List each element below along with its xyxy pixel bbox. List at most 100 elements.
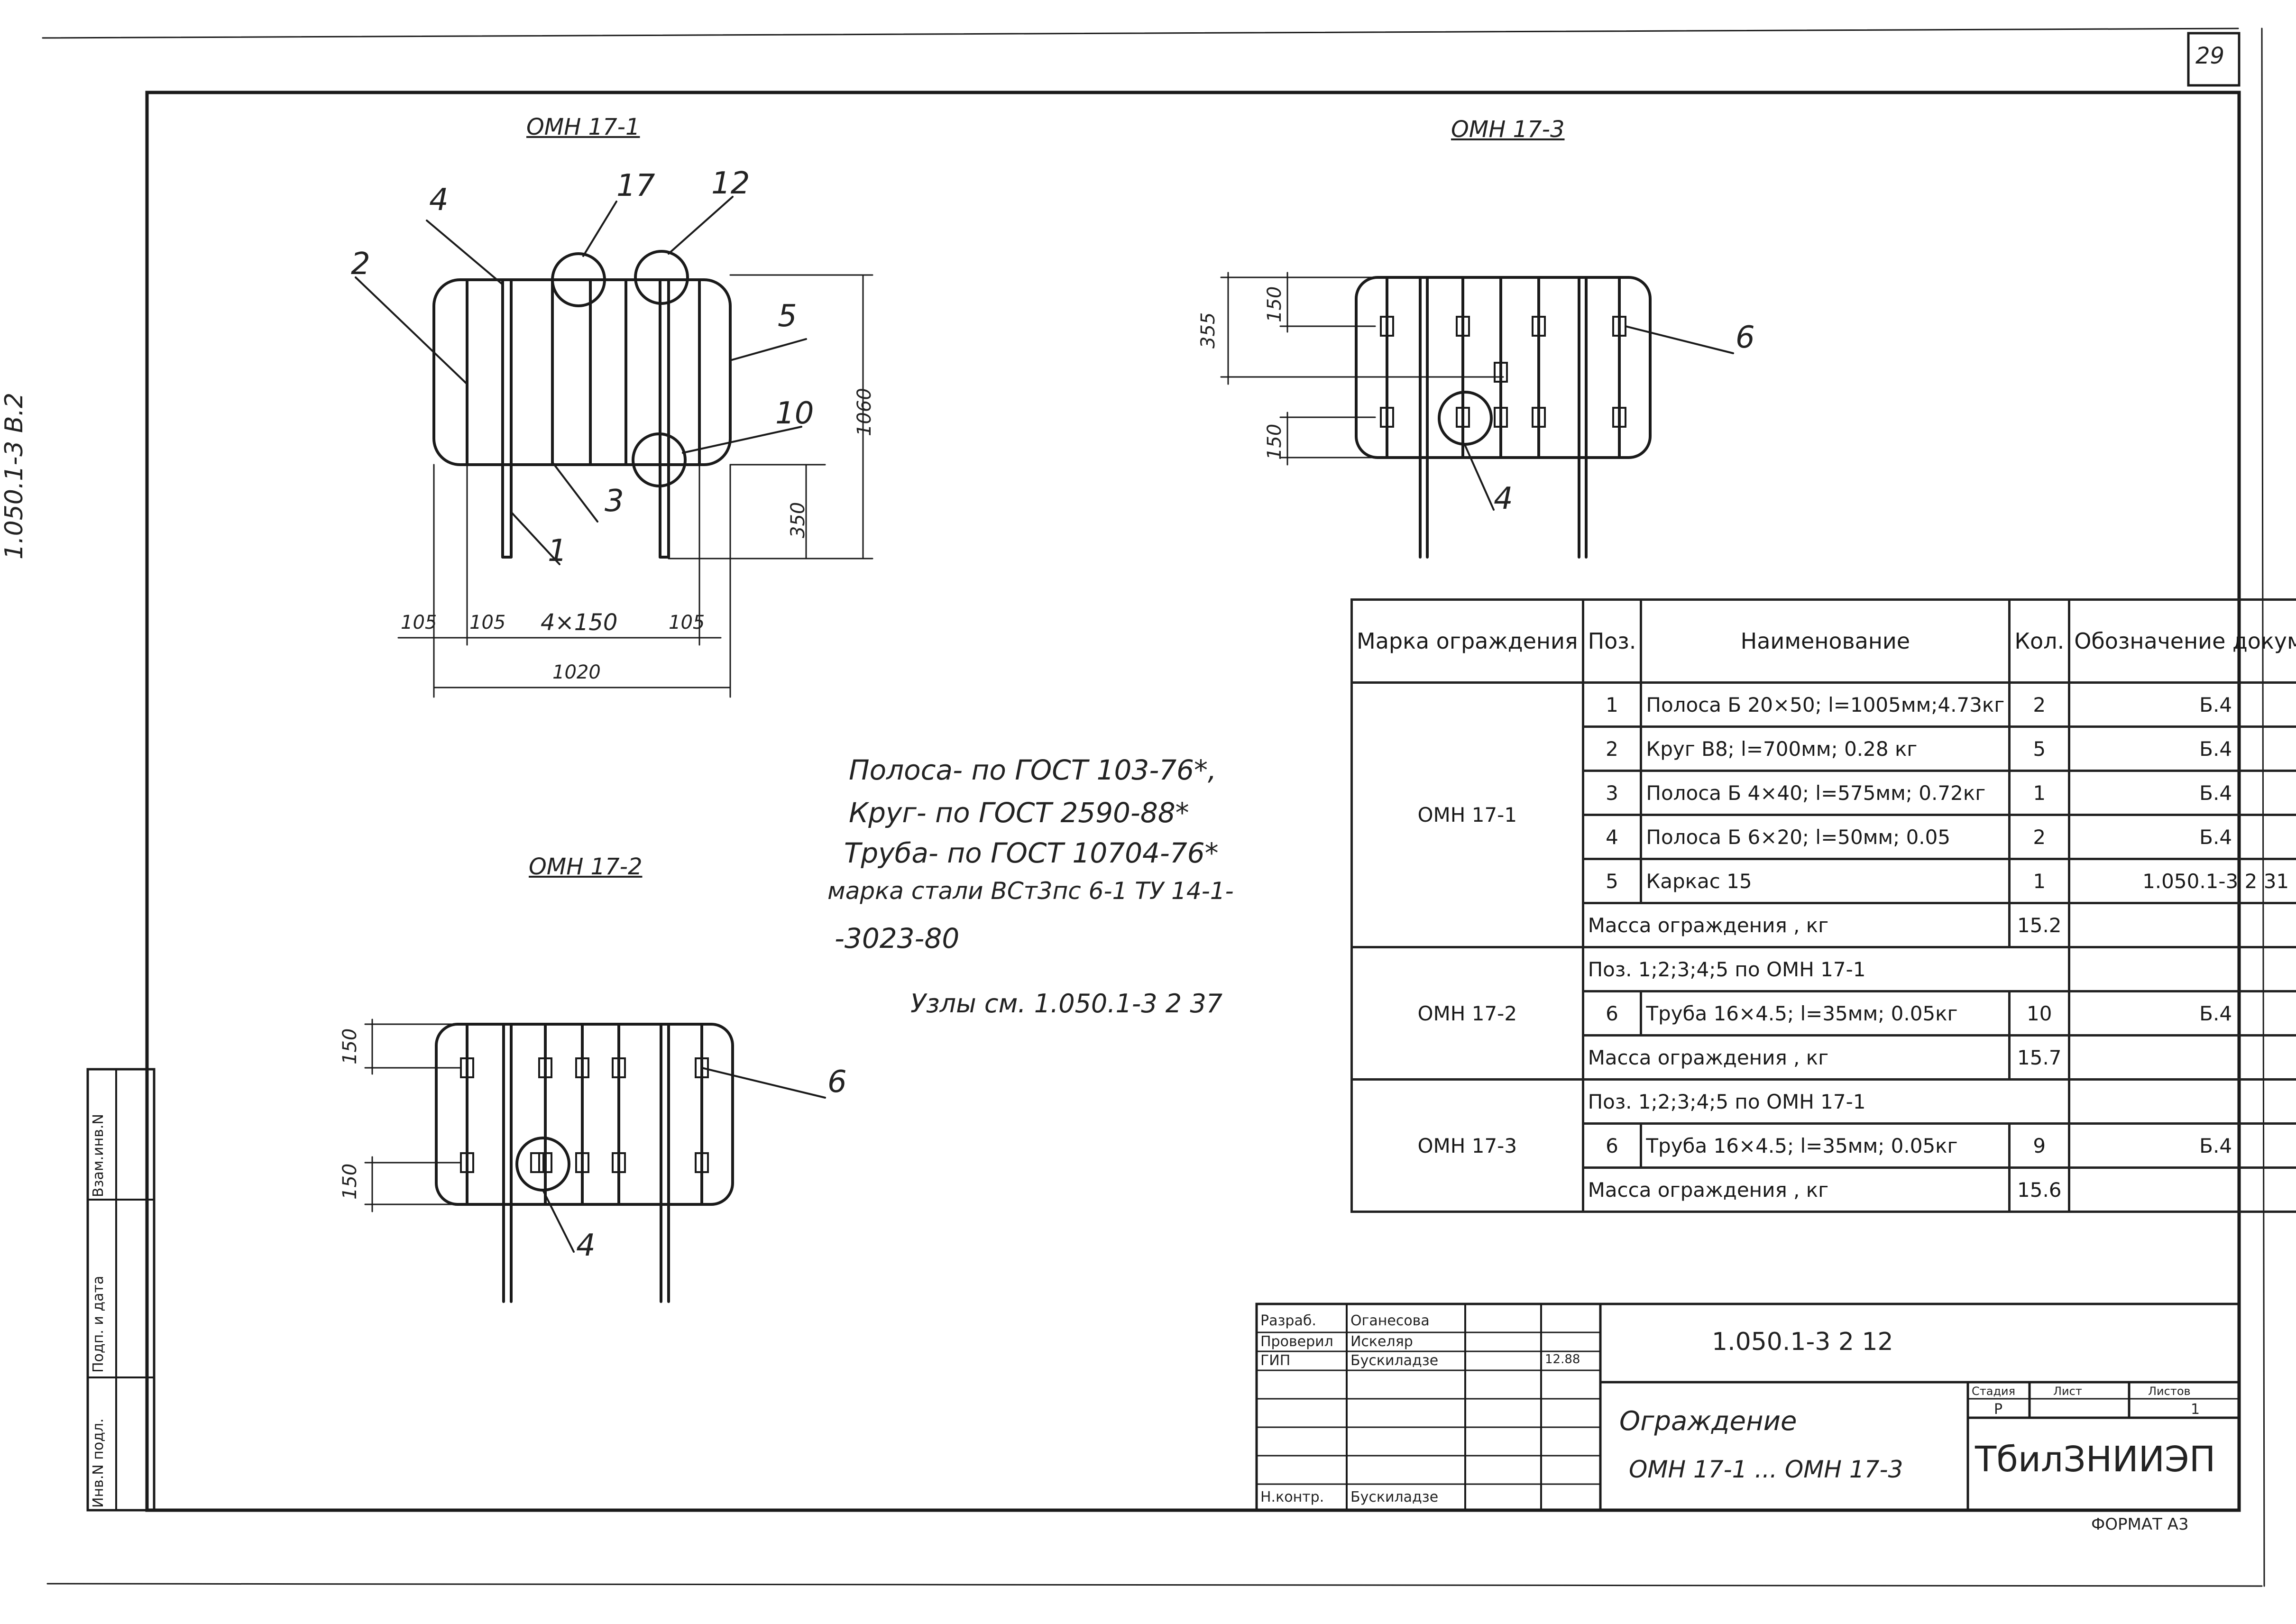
tb-document-code: 1.050.1-3 2 12: [1712, 1328, 1893, 1356]
callout-17: 17: [616, 168, 655, 203]
note-line-6: Узлы см. 1.050.1-3 2 37: [910, 989, 1223, 1018]
table-row: ОМН 17-1 1 Полоса Б 20×50; l=1005мм;4.73…: [1350, 681, 2296, 948]
cell-ref: Поз. 1;2;3;4;5 по ОМН 17-1: [1581, 1078, 2071, 1125]
callout-5: 5: [778, 299, 797, 334]
callout-10: 10: [775, 396, 814, 431]
tb-name-7: Бускиладзе: [1350, 1489, 1439, 1505]
tb-stage: Р: [1994, 1401, 2003, 1418]
view-title-omn-17-2: ОМН 17-2: [529, 853, 643, 880]
callout-2: 2: [351, 247, 370, 282]
cell-pos: 3: [1581, 770, 1643, 816]
callout-12: 12: [711, 166, 750, 201]
page-number-box: [2187, 32, 2241, 87]
cell-name: Труба 16×4.5; l=35мм; 0.05кг: [1640, 1122, 2011, 1169]
col-header-pos: Поз.: [1581, 598, 1643, 684]
note-line-5: -3023-80: [835, 922, 960, 954]
cell-doc: Б.4: [2068, 770, 2296, 816]
cell-doc: Б.4: [2068, 725, 2296, 772]
cell-mass-label: Масса ограждения , кг: [1581, 902, 2011, 948]
cell-qty: 9: [2008, 1122, 2071, 1169]
cell-pos: 5: [1581, 858, 1643, 904]
cell-name: Полоса Б 20×50; l=1005мм;4.73кг: [1640, 681, 2011, 728]
col-header-name: Наименование: [1640, 598, 2011, 684]
cell-mass: 15.7: [2008, 1034, 2071, 1081]
cell-mass: 15.2: [2008, 902, 2071, 948]
tb-sheets-label: Листов: [2148, 1385, 2191, 1398]
table-row: 4 Полоса Б 6×20; l=50мм; 0.05 2 Б.4: [1352, 814, 2296, 860]
dim-105-a: 105: [401, 612, 437, 633]
specification-table: Марка ограждения Поз. Наименование Кол. …: [1350, 598, 2296, 1213]
table-row-mass: Масса ограждения , кг 15.7: [1352, 1034, 2296, 1081]
tb-name-2: Искеляр: [1350, 1333, 1413, 1350]
cell-doc: Б.4: [2068, 990, 2296, 1037]
cell-pos: 6: [1581, 1122, 1643, 1169]
table-row: 6 Труба 16×4.5; l=35мм; 0.05кг 10 Б.4: [1352, 990, 2296, 1037]
dim-1060: 1060: [854, 388, 875, 436]
left-strip: [86, 1068, 156, 1512]
tb-name-line-2: ОМН 17-1 ... ОМН 17-3: [1629, 1456, 1903, 1483]
callout-4-v3: 4: [1494, 481, 1513, 516]
cell-name: Труба 16×4.5; l=35мм; 0.05кг: [1640, 990, 2011, 1037]
tb-name-1: Оганесова: [1350, 1312, 1430, 1329]
cell-empty: [2068, 946, 2296, 992]
tb-sheets: 1: [2191, 1401, 2200, 1418]
cell-doc: Б.4: [2068, 681, 2296, 728]
cell-doc: Б.4: [2068, 1122, 2296, 1169]
cell-pos: 6: [1581, 990, 1643, 1037]
cell-qty: 5: [2008, 725, 2071, 772]
cell-pos: 2: [1581, 725, 1643, 772]
note-line-1: Полоса- по ГОСТ 103-76*,: [849, 754, 1217, 786]
cell-ref: Поз. 1;2;3;4;5 по ОМН 17-1: [1581, 946, 2071, 992]
group-mark-2: ОМН 17-2: [1350, 946, 1584, 1081]
dim-150-v3-a: 150: [1264, 286, 1286, 322]
view-omn-17-1-graphic: [355, 196, 873, 698]
tb-organization: ТбилЗНИИЭП: [1975, 1439, 2216, 1480]
tb-role-7: Н.контр.: [1260, 1489, 1324, 1505]
cell-name: Полоса Б 6×20; l=50мм; 0.05: [1640, 814, 2011, 860]
note-line-4: марка стали ВСт3пс 6-1 ТУ 14-1-: [827, 877, 1234, 905]
callout-1: 1: [548, 533, 567, 569]
cell-mass-label: Масса ограждения , кг: [1581, 1166, 2011, 1213]
cell-name: Полоса Б 4×40; l=575мм; 0.72кг: [1640, 770, 2011, 816]
col-header-qty: Кол.: [2008, 598, 2071, 684]
dim-355-v3: 355: [1197, 312, 1219, 349]
table-row-mass: Масса ограждения , кг 15.6: [1352, 1166, 2296, 1213]
dim-350: 350: [787, 502, 809, 538]
callout-6-v2: 6: [827, 1064, 847, 1100]
title-block-grid: [1255, 1303, 2241, 1512]
tb-role-1: Разраб.: [1260, 1312, 1316, 1329]
cell-empty: [2068, 902, 2296, 948]
tb-name-3: Бускиладзе: [1350, 1352, 1439, 1369]
table-row-ref: ОМН 17-3 Поз. 1;2;3;4;5 по ОМН 17-1: [1350, 1078, 2296, 1213]
callout-4-v2: 4: [576, 1228, 596, 1263]
cell-empty: [2068, 1166, 2296, 1213]
dim-105-b: 105: [469, 612, 506, 633]
cell-name: Круг В8; l=700мм; 0.28 кг: [1640, 725, 2011, 772]
tb-stage-label: Стадия: [1972, 1385, 2016, 1398]
table-row: 6 Труба 16×4.5; l=35мм; 0.05кг 9 Б.4: [1352, 1122, 2296, 1169]
view-omn-17-3-graphic: [1220, 272, 1734, 559]
table-row-mass: Масса ограждения , кг 15.2: [1352, 902, 2296, 948]
tb-role-3: ГИП: [1260, 1352, 1291, 1369]
view-omn-17-2-graphic: [364, 1018, 826, 1303]
view-title-omn-17-3: ОМН 17-3: [1451, 116, 1565, 143]
group-mark-3: ОМН 17-3: [1350, 1078, 1584, 1213]
left-strip-field-3: Инв.N подл.: [90, 1418, 107, 1508]
dim-4x150: 4×150: [541, 609, 618, 636]
table-header-row: Марка ограждения Поз. Наименование Кол. …: [1350, 598, 2296, 684]
table-row-ref: ОМН 17-2 Поз. 1;2;3;4;5 по ОМН 17-1: [1350, 946, 2296, 1081]
page-number: 29: [2195, 43, 2225, 69]
dim-1020: 1020: [552, 661, 601, 683]
group-mark-1: ОМН 17-1: [1350, 681, 1584, 948]
tb-role-2: Проверил: [1260, 1333, 1333, 1350]
tb-sheet-label: Лист: [2053, 1385, 2082, 1398]
left-strip-field-2: Подп. и дата: [90, 1275, 107, 1373]
cell-qty: 2: [2008, 814, 2071, 860]
cell-doc: Б.4: [2068, 814, 2296, 860]
cell-qty: 1: [2008, 858, 2071, 904]
tb-date: 12.88: [1545, 1352, 1580, 1367]
callout-4: 4: [429, 183, 449, 218]
cell-mass-label: Масса ограждения , кг: [1581, 1034, 2011, 1081]
cell-qty: 2: [2008, 681, 2071, 728]
